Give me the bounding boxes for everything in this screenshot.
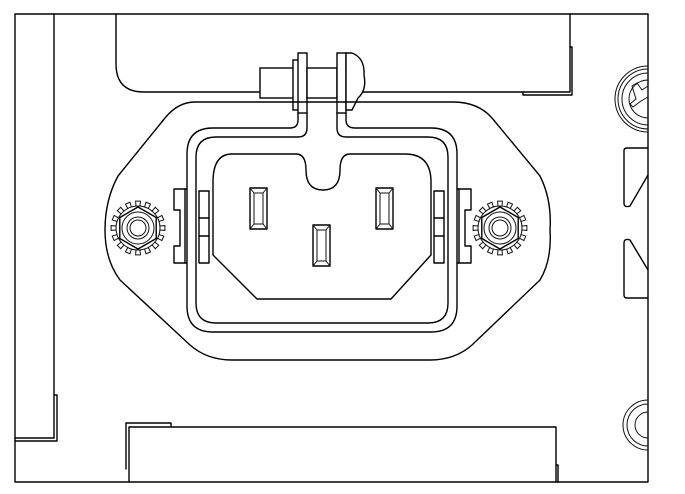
c14-receptacle xyxy=(212,153,432,300)
side-screw-bottom-icon xyxy=(622,399,649,451)
neutral-pin xyxy=(375,187,394,230)
inlet-flange xyxy=(104,101,551,361)
side-screw-top-icon xyxy=(614,65,649,133)
retaining-clip xyxy=(186,112,458,333)
left-latch xyxy=(173,188,210,264)
line-pin xyxy=(249,187,268,230)
left-screw-icon xyxy=(110,200,166,256)
top-block xyxy=(115,13,573,96)
cable-clamp xyxy=(259,52,366,114)
left-panel xyxy=(14,13,58,442)
earth-pin xyxy=(312,224,331,267)
bottom-block xyxy=(125,422,559,483)
right-screw-icon xyxy=(472,200,528,256)
right-side-features xyxy=(623,147,649,299)
pins xyxy=(249,187,394,267)
right-latch xyxy=(433,188,472,264)
outer-frame xyxy=(14,13,649,483)
